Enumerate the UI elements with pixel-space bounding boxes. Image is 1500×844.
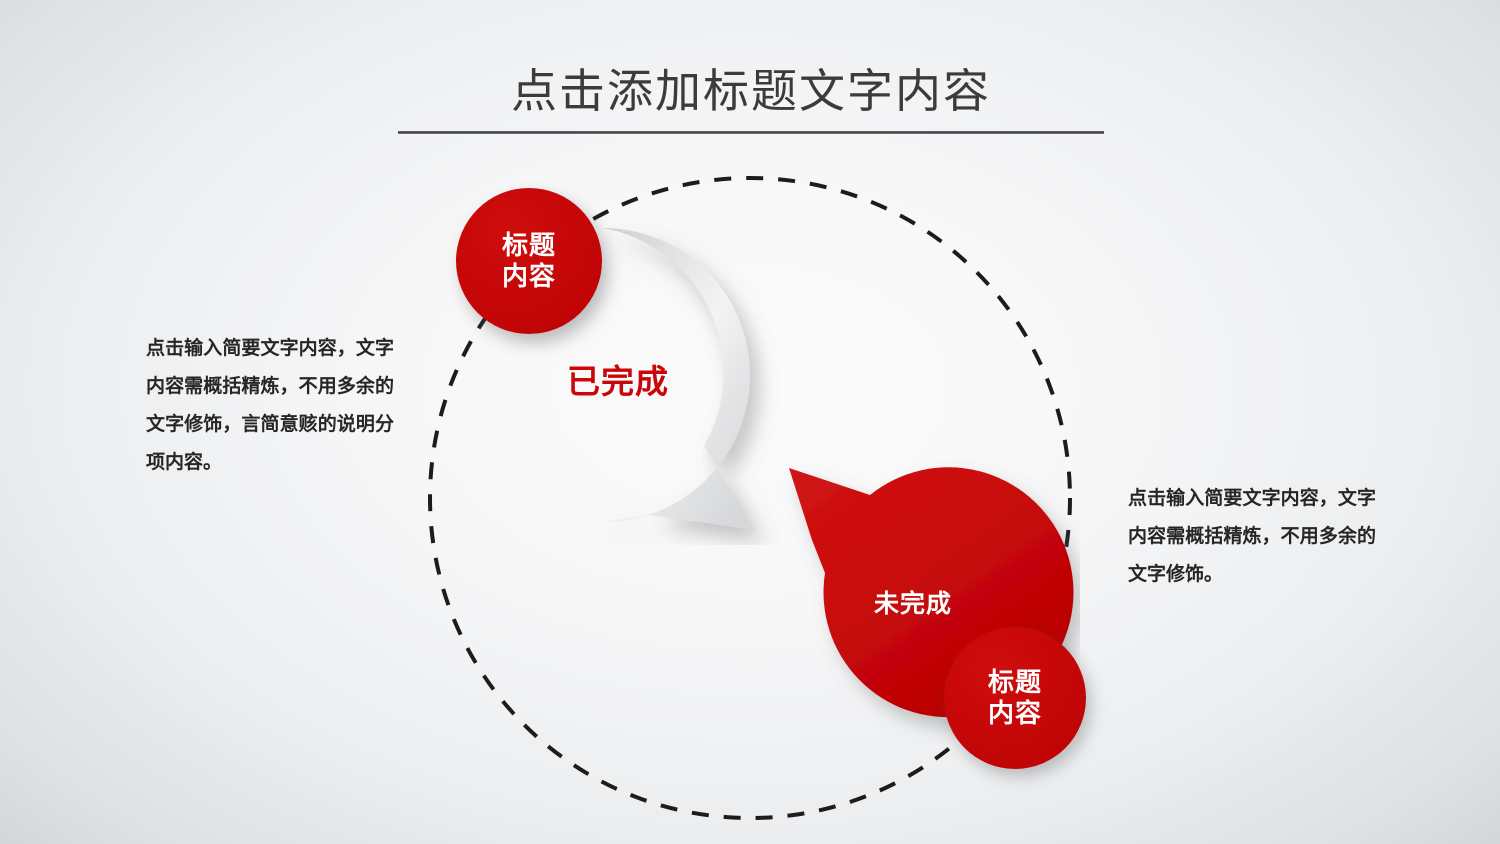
node-circle-bottom[interactable]: 标题 内容 <box>944 627 1086 769</box>
node-circle-top[interactable]: 标题 内容 <box>456 188 602 334</box>
completed-speech-bubble[interactable] <box>455 215 855 545</box>
title-underline-divider <box>398 131 1104 134</box>
not-completed-bubble-label: 未完成 <box>874 590 953 618</box>
left-description-text: 点击输入简要文字内容，文字内容需概括精炼，不用多余的文字修饰，言简意赅的说明分项… <box>146 338 394 473</box>
title-block: 点击添加标题文字内容 <box>398 58 1104 125</box>
completed-bubble-label: 已完成 <box>567 363 669 400</box>
page-title: 点击添加标题文字内容 <box>511 65 991 117</box>
dashed-guide-circle <box>428 176 1072 820</box>
node-bottom-line-2: 内容 <box>987 698 1042 728</box>
right-description-text: 点击输入简要文字内容，文字内容需概括精炼，不用多余的文字修饰。 <box>1128 488 1376 585</box>
node-bottom-line-1: 标题 <box>987 667 1042 698</box>
node-top-line-2: 内容 <box>501 261 556 291</box>
node-top-line-1: 标题 <box>501 230 556 261</box>
